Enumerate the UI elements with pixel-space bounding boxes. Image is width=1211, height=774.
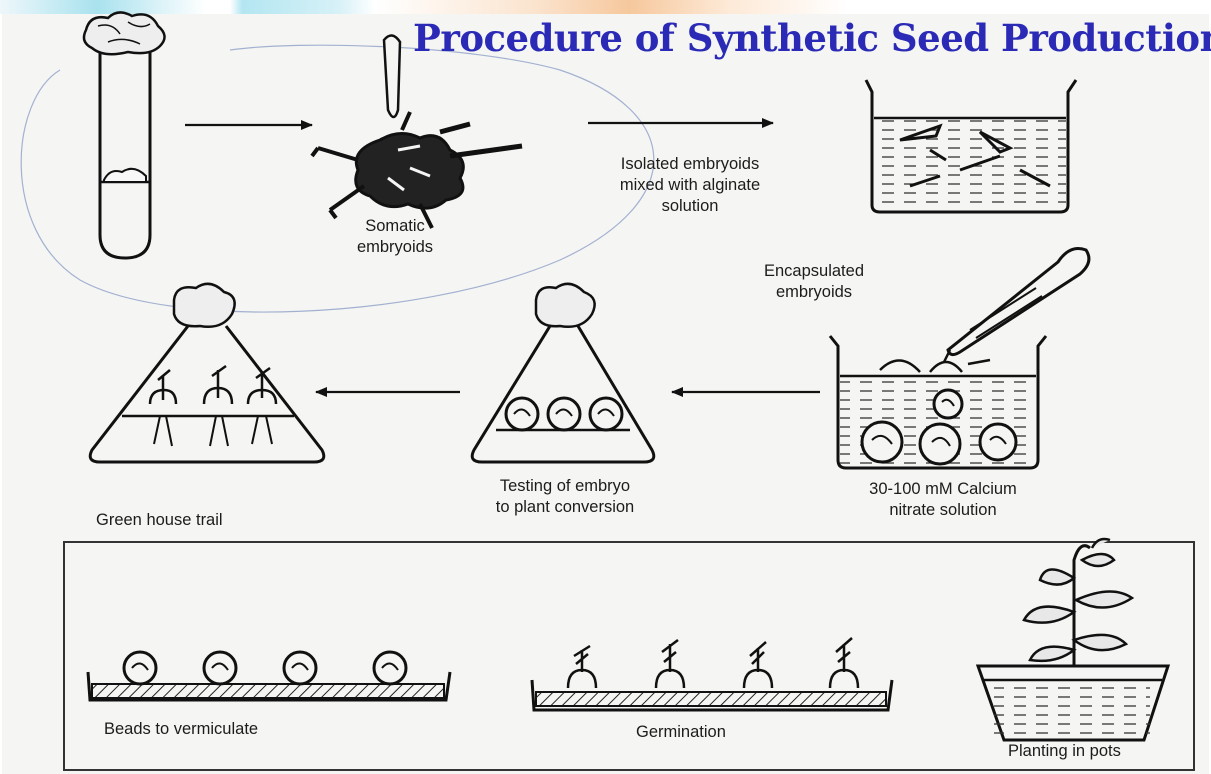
somatic-label-line-1: Somatic — [325, 216, 465, 237]
diagram-title: Procedure of Synthetic Seed Production — [413, 14, 1211, 62]
test-tube-illustration — [84, 12, 165, 258]
calcium-label-line-2: nitrate solution — [808, 500, 1078, 521]
testing-label-line-1: Testing of embryo — [430, 476, 700, 497]
greenhouse-flask-illustration — [90, 284, 324, 462]
calcium-beaker-illustration — [830, 336, 1046, 468]
somatic-embryoids-label: Somatic embryoids — [325, 216, 465, 258]
somatic-label-line-2: embryoids — [325, 237, 465, 258]
testing-embryo-label: Testing of embryo to plant conversion — [430, 476, 700, 518]
isolated-label-line-2: mixed with alginate — [555, 175, 825, 196]
germination-label: Germination — [636, 722, 726, 743]
potted-plant-illustration — [978, 539, 1168, 740]
isolated-label-line-1: Isolated embryoids — [555, 154, 825, 175]
beads-tray-illustration — [88, 652, 450, 700]
encapsulated-label-line-1: Encapsulated — [704, 261, 924, 282]
alginate-beaker-illustration — [866, 80, 1076, 212]
dropper-illustration — [944, 249, 1089, 363]
greenhouse-trail-label: Green house trail — [96, 510, 223, 531]
calcium-label-line-1: 30-100 mM Calcium — [808, 479, 1078, 500]
isolated-embryoids-label: Isolated embryoids mixed with alginate s… — [555, 154, 825, 217]
isolated-label-line-3: solution — [555, 196, 825, 217]
somatic-embryoids-illustration — [312, 35, 522, 228]
beads-to-vermiculate-label: Beads to vermiculate — [104, 719, 258, 740]
testing-flask-illustration — [472, 284, 654, 462]
germination-tray-illustration — [532, 638, 892, 710]
testing-label-line-2: to plant conversion — [430, 497, 700, 518]
planting-in-pots-label: Planting in pots — [1008, 741, 1121, 762]
encapsulated-embryoids-label: Encapsulated embryoids — [704, 261, 924, 303]
calcium-nitrate-label: 30-100 mM Calcium nitrate solution — [808, 479, 1078, 521]
encapsulated-label-line-2: embryoids — [704, 282, 924, 303]
